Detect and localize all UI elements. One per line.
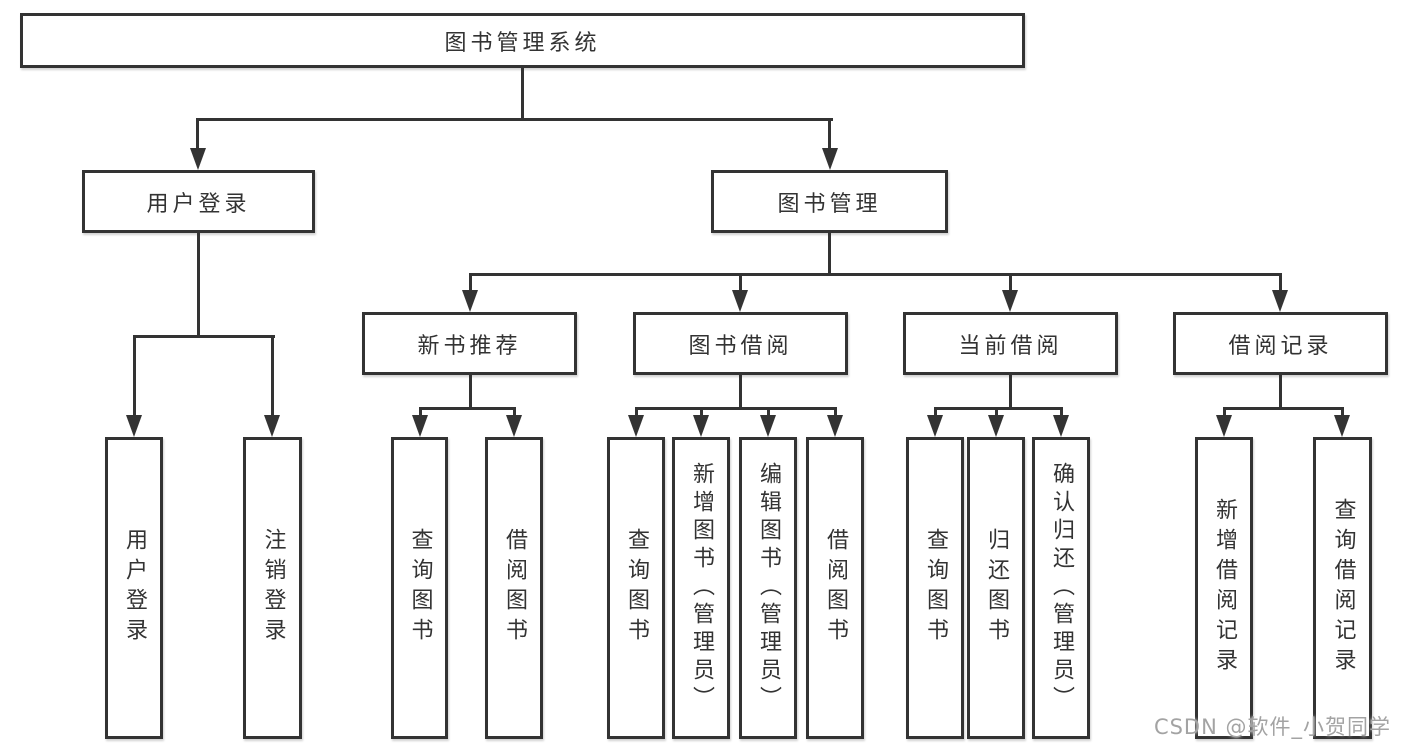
connector-login-stem <box>197 233 200 337</box>
node-book-management: 图书管理 <box>711 170 948 233</box>
leaf-logout: 注销登录 <box>243 437 302 739</box>
node-root: 图书管理系统 <box>20 13 1025 68</box>
leaf-return-books: 归还图书 <box>967 437 1025 739</box>
arrowhead-down <box>462 290 478 312</box>
arrowhead-down <box>822 148 838 170</box>
connector-rail <box>934 407 1063 410</box>
connector-shaft <box>1279 273 1282 293</box>
arrowhead-down <box>988 415 1004 437</box>
leaf-user-login: 用户登录 <box>105 437 163 739</box>
leaf-confirm-return-admin: 确认归还（管理员） <box>1032 437 1090 739</box>
arrowhead-down <box>732 290 748 312</box>
arrowhead-down <box>693 415 709 437</box>
arrowhead-down <box>927 415 943 437</box>
leaf-label: 查询图书 <box>407 528 433 648</box>
connector-shaft <box>834 407 837 419</box>
arrowhead-down <box>760 415 776 437</box>
leaf-label: 查询图书 <box>923 528 948 648</box>
node-new-book-recommend: 新书推荐 <box>362 312 577 375</box>
connector-shaft <box>469 273 472 293</box>
node-borrow-records: 借阅记录 <box>1173 312 1388 375</box>
connector-shaft <box>700 407 703 419</box>
leaf-query-books-current: 查询图书 <box>906 437 964 739</box>
leaf-query-books-recommend: 查询图书 <box>391 437 448 739</box>
leaf-query-borrow-record: 查询借阅记录 <box>1313 437 1372 739</box>
arrowhead-down <box>1216 415 1232 437</box>
leaf-label: 确认归还（管理员） <box>1049 462 1074 714</box>
connector-stem <box>469 375 472 410</box>
arrowhead-down <box>1272 290 1288 312</box>
connector-manage-rail <box>469 273 1282 276</box>
connector-login-rail <box>133 335 275 338</box>
leaf-label: 查询借阅记录 <box>1330 498 1356 678</box>
connector-shaft <box>271 335 274 419</box>
connector-shaft <box>767 407 770 419</box>
leaf-label: 借阅图书 <box>823 528 848 648</box>
connector-shaft <box>419 407 422 419</box>
connector-root-stem <box>521 68 524 121</box>
leaf-label: 编辑图书（管理员） <box>756 462 781 714</box>
arrowhead-down <box>264 415 280 437</box>
leaf-label: 借阅图书 <box>502 528 527 648</box>
connector-shaft <box>133 335 136 419</box>
leaf-label: 注销登录 <box>260 528 286 648</box>
connector-stem <box>1279 375 1282 410</box>
connector-stem <box>739 375 742 410</box>
leaf-label: 归还图书 <box>984 528 1009 648</box>
csdn-watermark: CSDN @软件_小贺同学 <box>1153 715 1391 739</box>
connector-shaft <box>739 273 742 293</box>
leaf-add-books-admin: 新增图书（管理员） <box>672 437 730 739</box>
connector-shaft <box>995 407 998 419</box>
connector-manage-stem <box>828 233 831 276</box>
connector-shaft <box>828 118 831 152</box>
connector-stem <box>1009 375 1012 410</box>
connector-rail <box>419 407 516 410</box>
leaf-query-books-borrow: 查询图书 <box>607 437 665 739</box>
leaf-edit-books-admin: 编辑图书（管理员） <box>739 437 797 739</box>
connector-shaft <box>1009 273 1012 293</box>
arrowhead-down <box>126 415 142 437</box>
node-current-borrow: 当前借阅 <box>903 312 1118 375</box>
arrowhead-down <box>190 148 206 170</box>
arrowhead-down <box>1334 415 1350 437</box>
arrowhead-down <box>1053 415 1069 437</box>
connector-shaft <box>1060 407 1063 419</box>
connector-shaft <box>513 407 516 419</box>
node-user-login: 用户登录 <box>82 170 315 233</box>
node-book-borrow: 图书借阅 <box>633 312 848 375</box>
connector-rail <box>635 407 837 410</box>
connector-shaft <box>196 118 199 152</box>
leaf-borrow-books-recommend: 借阅图书 <box>485 437 543 739</box>
leaf-label: 用户登录 <box>122 528 147 648</box>
connector-shaft <box>934 407 937 419</box>
arrowhead-down <box>827 415 843 437</box>
leaf-add-borrow-record: 新增借阅记录 <box>1195 437 1253 739</box>
arrowhead-down <box>412 415 428 437</box>
leaf-label: 查询图书 <box>624 528 649 648</box>
connector-shaft <box>635 407 638 419</box>
arrowhead-down <box>506 415 522 437</box>
connector-rail <box>1223 407 1344 410</box>
arrowhead-down <box>628 415 644 437</box>
leaf-borrow-books: 借阅图书 <box>806 437 864 739</box>
connector-root-rail <box>196 118 833 121</box>
connector-shaft <box>1341 407 1344 419</box>
leaf-label: 新增借阅记录 <box>1212 498 1237 678</box>
arrowhead-down <box>1002 290 1018 312</box>
connector-shaft <box>1223 407 1226 419</box>
leaf-label: 新增图书（管理员） <box>689 462 714 714</box>
